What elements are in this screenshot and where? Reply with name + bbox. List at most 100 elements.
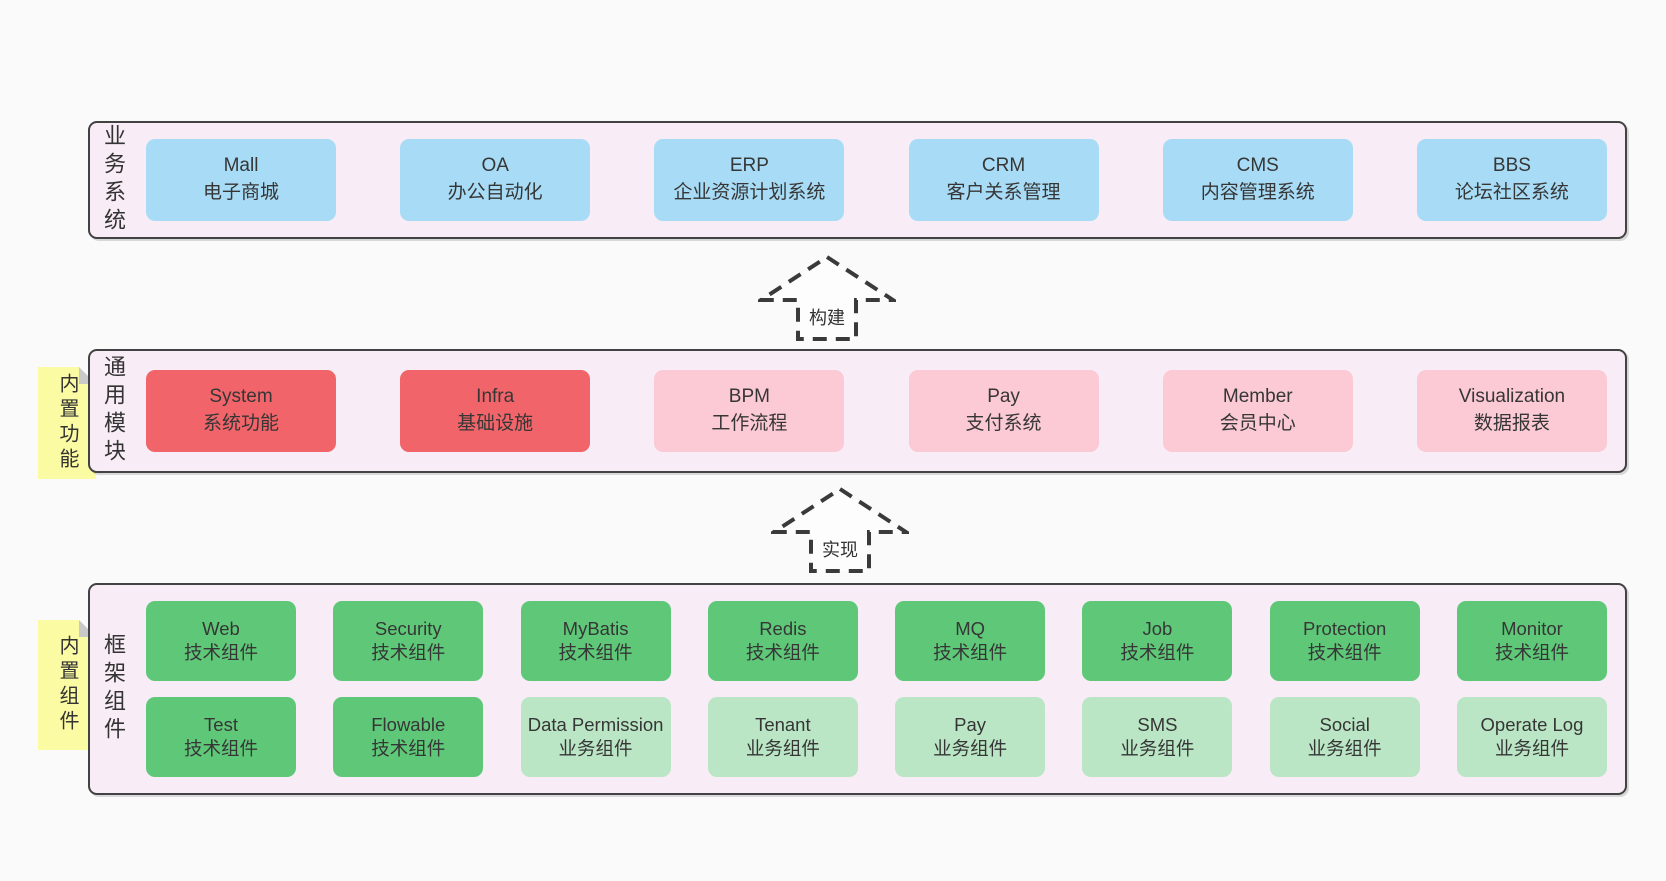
box-crm: CRM 客户关系管理 <box>908 139 1099 221</box>
box-sms: SMS 业务组件 <box>1082 697 1233 777</box>
common-modules-band-label: 通用模块 <box>101 355 126 467</box>
box-pay-component-desc: 业务组件 <box>933 738 1008 759</box>
box-job-desc: 技术组件 <box>1120 642 1195 663</box>
box-sms-name: SMS <box>1137 714 1178 736</box>
box-visualization-name: Visualization <box>1458 386 1566 408</box>
box-social-desc: 业务组件 <box>1307 738 1382 759</box>
build-arrow-label-bg <box>803 303 851 330</box>
box-security-desc: 技术组件 <box>371 642 446 663</box>
box-system: System 系统功能 <box>146 370 336 452</box>
box-mq: MQ 技术组件 <box>895 601 1046 681</box>
box-pay-component-name: Pay <box>954 714 987 736</box>
implement-arrow-label-bg <box>816 535 864 562</box>
box-protection-desc: 技术组件 <box>1307 642 1382 663</box>
box-bbs: BBS 论坛社区系统 <box>1416 139 1607 221</box>
box-erp: ERP 企业资源计划系统 <box>654 139 845 221</box>
common-modules-boxes: System 系统功能 Infra 基础设施 BPM 工作流程 Pay 支付系统… <box>146 351 1607 471</box>
sticky-note-builtin-features: 内置功能 <box>38 367 96 479</box>
implement-arrow-label: 实现 <box>822 540 858 560</box>
common-modules-band: 通用模块 System 系统功能 Infra 基础设施 BPM 工作流程 Pay… <box>88 349 1627 473</box>
box-operate-log-desc: 业务组件 <box>1494 738 1569 759</box>
box-mq-desc: 技术组件 <box>933 642 1008 663</box>
box-erp-desc: 企业资源计划系统 <box>673 182 826 203</box>
box-member: Member 会员中心 <box>1162 370 1353 452</box>
box-infra: Infra 基础设施 <box>400 370 591 452</box>
box-data-permission-name: Data Permission <box>527 714 664 736</box>
box-monitor-name: Monitor <box>1501 618 1563 640</box>
box-mybatis-name: MyBatis <box>562 618 629 640</box>
box-infra-desc: 基础设施 <box>457 413 534 434</box>
box-bpm-desc: 工作流程 <box>711 413 788 434</box>
box-system-name: System <box>209 386 273 408</box>
box-bpm: BPM 工作流程 <box>654 370 845 452</box>
framework-components-band: 框架组件 Web 技术组件 Security 技术组件 MyBatis 技术组件… <box>88 583 1627 795</box>
box-protection-name: Protection <box>1303 618 1387 640</box>
box-operate-log-name: Operate Log <box>1480 714 1584 736</box>
box-bbs-desc: 论坛社区系统 <box>1454 182 1569 203</box>
box-mall: Mall 电子商城 <box>146 139 336 221</box>
box-member-name: Member <box>1222 386 1293 408</box>
box-operate-log: Operate Log 业务组件 <box>1456 697 1607 777</box>
box-data-permission-desc: 业务组件 <box>558 738 633 759</box>
box-security-name: Security <box>374 618 442 640</box>
box-oa: OA 办公自动化 <box>400 139 591 221</box>
box-visualization-desc: 数据报表 <box>1473 413 1550 434</box>
box-mybatis-desc: 技术组件 <box>558 642 633 663</box>
box-test-desc: 技术组件 <box>183 738 258 759</box>
box-protection: Protection 技术组件 <box>1269 601 1420 681</box>
box-flowable: Flowable 技术组件 <box>333 697 484 777</box>
box-job-name: Job <box>1142 618 1173 640</box>
build-arrow: 构建 <box>758 254 896 341</box>
sticky-note-builtin-components-label: 内置组件 <box>56 635 78 735</box>
box-infra-name: Infra <box>476 386 515 408</box>
box-cms: CMS 内容管理系统 <box>1162 139 1353 221</box>
box-tenant-name: Tenant <box>755 714 811 736</box>
box-cms-name: CMS <box>1236 155 1279 177</box>
box-flowable-desc: 技术组件 <box>371 738 446 759</box>
box-oa-desc: 办公自动化 <box>447 182 543 203</box>
box-data-permission: Data Permission 业务组件 <box>520 697 671 777</box>
box-bbs-name: BBS <box>1492 155 1531 177</box>
box-web-desc: 技术组件 <box>183 642 258 663</box>
box-pay-module-name: Pay <box>987 386 1020 408</box>
business-systems-boxes: Mall 电子商城 OA 办公自动化 ERP 企业资源计划系统 CRM 客户关系… <box>146 123 1607 237</box>
box-pay-module-desc: 支付系统 <box>965 413 1042 434</box>
box-cms-desc: 内容管理系统 <box>1200 182 1315 203</box>
business-systems-band-label: 业务系统 <box>101 124 126 236</box>
box-social: Social 业务组件 <box>1269 697 1420 777</box>
sticky-note-builtin-features-label: 内置功能 <box>56 373 78 473</box>
box-bpm-name: BPM <box>728 386 770 408</box>
box-visualization: Visualization 数据报表 <box>1416 370 1607 452</box>
box-redis-name: Redis <box>759 618 807 640</box>
box-system-desc: 系统功能 <box>202 413 279 434</box>
box-social-name: Social <box>1319 714 1370 736</box>
box-monitor: Monitor 技术组件 <box>1456 601 1607 681</box>
box-redis: Redis 技术组件 <box>707 601 858 681</box>
box-tenant: Tenant 业务组件 <box>707 697 858 777</box>
box-crm-desc: 客户关系管理 <box>946 182 1061 203</box>
box-erp-name: ERP <box>729 155 769 177</box>
business-systems-band: 业务系统 Mall 电子商城 OA 办公自动化 ERP 企业资源计划系统 CRM… <box>88 121 1627 239</box>
box-job: Job 技术组件 <box>1082 601 1233 681</box>
box-test-name: Test <box>204 714 238 736</box>
box-web: Web 技术组件 <box>146 601 296 681</box>
box-pay-component: Pay 业务组件 <box>895 697 1046 777</box>
box-mq-name: MQ <box>955 618 986 640</box>
box-oa-name: OA <box>481 155 509 177</box>
box-security: Security 技术组件 <box>333 601 484 681</box>
box-sms-desc: 业务组件 <box>1120 738 1195 759</box>
build-arrow-label: 构建 <box>809 308 845 328</box>
box-tenant-desc: 业务组件 <box>745 738 820 759</box>
box-monitor-desc: 技术组件 <box>1494 642 1569 663</box>
box-redis-desc: 技术组件 <box>745 642 820 663</box>
implement-arrow: 实现 <box>771 486 909 573</box>
framework-components-band-label: 框架组件 <box>101 633 126 745</box>
box-web-name: Web <box>202 618 240 640</box>
box-mybatis: MyBatis 技术组件 <box>520 601 671 681</box>
box-pay-module: Pay 支付系统 <box>908 370 1099 452</box>
box-mall-desc: 电子商城 <box>202 182 279 203</box>
box-mall-name: Mall <box>223 155 259 177</box>
box-crm-name: CRM <box>981 155 1026 177</box>
box-member-desc: 会员中心 <box>1219 413 1296 434</box>
